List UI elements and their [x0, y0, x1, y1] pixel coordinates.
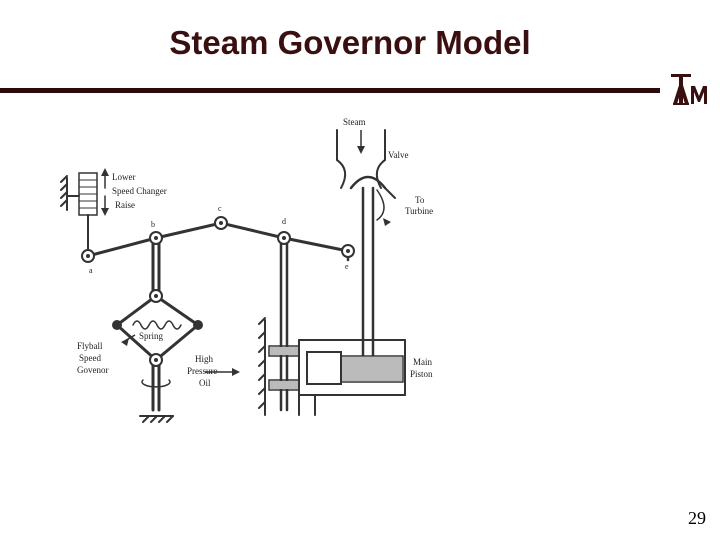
label-a: a — [89, 266, 93, 275]
page-number: 29 — [688, 508, 706, 528]
label-to: To — [415, 195, 425, 205]
label-piston: Piston — [410, 369, 433, 379]
slide-title: Steam Governor Model — [169, 24, 531, 61]
label-govenor: Govenor — [77, 365, 109, 375]
label-high: High — [195, 354, 214, 364]
label-c: c — [218, 204, 222, 213]
label-oil: Oil — [199, 378, 211, 388]
label-turbine: Turbine — [405, 206, 433, 216]
label-flyball: Flyball — [77, 341, 103, 351]
label-speed-changer: Speed Changer — [112, 186, 167, 196]
label-spring: Spring — [139, 331, 164, 341]
label-pressure: Pressure — [187, 366, 218, 376]
label-raise: Raise — [115, 200, 135, 210]
label-valve: Valve — [388, 150, 409, 160]
label-b: b — [151, 220, 155, 229]
title-divider — [0, 88, 660, 93]
label-main: Main — [413, 357, 432, 367]
label-steam: Steam — [343, 117, 366, 127]
atm-logo — [671, 74, 707, 105]
label-d: d — [282, 217, 286, 226]
label-lower: Lower — [112, 172, 136, 182]
label-e: e — [345, 262, 349, 271]
label-speed: Speed — [79, 353, 101, 363]
steam-governor-diagram: Steam Valve To Turbine Lower Speed Chang… — [60, 117, 433, 423]
